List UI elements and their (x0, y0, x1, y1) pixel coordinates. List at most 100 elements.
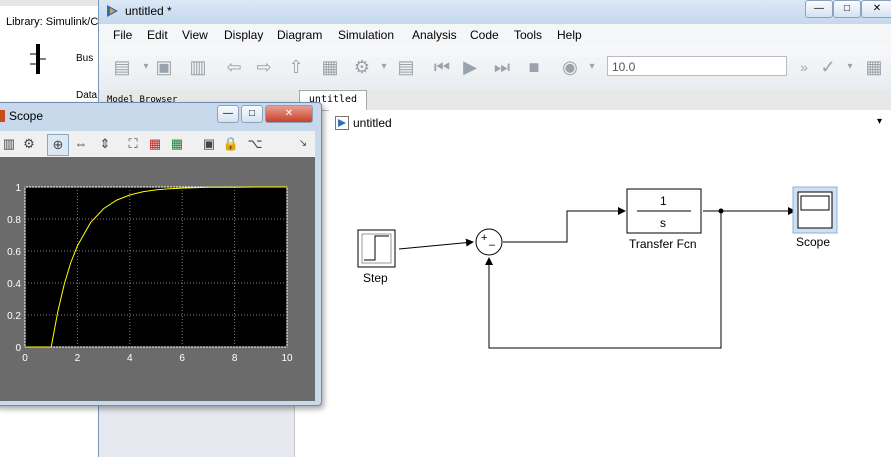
model-browser-label: Model Browser (107, 95, 178, 105)
floating-scope-icon[interactable]: ▣ (202, 136, 216, 151)
scope-block[interactable] (792, 186, 838, 234)
y-tick-label: 0 (15, 343, 21, 354)
library-toolbar (0, 0, 100, 6)
data-block-label: Data (76, 90, 98, 101)
zoom-y-icon[interactable]: ⇕ (99, 136, 111, 151)
model-canvas[interactable]: Step + – 1 s Transfer Fcn Scope (329, 136, 891, 457)
x-tick-label: 8 (232, 353, 238, 364)
save-icon[interactable]: ▣ (155, 57, 173, 77)
maximize-button[interactable]: □ (833, 0, 861, 18)
sum-plus-sign: + (481, 232, 488, 244)
menu-help[interactable]: Help (557, 28, 582, 42)
step-block[interactable] (357, 229, 396, 268)
address-dropdown-icon[interactable]: ▾ (877, 116, 883, 127)
step-label: Step (363, 271, 388, 285)
menu-view[interactable]: View (182, 28, 208, 42)
record-dropdown-icon[interactable]: ▾ (589, 61, 595, 72)
new-model-icon[interactable]: ▤ (113, 57, 131, 77)
scope-close-button[interactable]: ✕ (265, 105, 313, 123)
save-axes-icon[interactable]: ▦ (148, 136, 162, 151)
restore-axes-icon[interactable]: ▦ (170, 136, 184, 151)
branch-point (718, 208, 724, 214)
y-tick-label: 1 (15, 183, 21, 194)
scope-toolbar: ▥ ⚙ ⊕ ⇔ ⇕ ⛶ ▦ ▦ ▣ 🔒 ⌥ ↘ (0, 131, 315, 158)
x-tick-label: 6 (179, 353, 185, 364)
check-dropdown-icon[interactable]: ▾ (847, 61, 853, 72)
model-explorer-icon[interactable]: ▤ (397, 57, 415, 77)
menu-code[interactable]: Code (470, 28, 499, 42)
stop-time-input[interactable]: 10.0 (607, 56, 787, 76)
parameters-gear-icon[interactable]: ⚙ (23, 136, 35, 151)
tf-numerator: 1 (660, 194, 667, 208)
signal-feedback[interactable] (485, 211, 722, 349)
settings-dropdown-icon[interactable]: ▾ (381, 61, 387, 72)
menu-file[interactable]: File (113, 28, 133, 42)
scope-window-title: Scope (9, 109, 44, 123)
library-path-label: Library: Simulink/C (6, 16, 99, 28)
stop-icon[interactable]: ■ (528, 57, 540, 77)
close-button[interactable]: ✕ (861, 0, 891, 18)
y-tick-label: 0.4 (7, 279, 21, 290)
menu-edit[interactable]: Edit (147, 28, 168, 42)
signal-step-to-sum[interactable] (398, 238, 474, 250)
signal-sum-to-tf[interactable] (503, 207, 626, 243)
back-arrow-icon[interactable]: ⇦ (226, 57, 242, 77)
model-toolbar: ▤ ▾ ▣ ▥ ⇦ ⇨ ⇧ ▦ ⚙ ▾ ▤ ⏮ ▶ ⏭ ■ ◉ ▾ 10.0 »… (99, 46, 891, 91)
library-browser-icon[interactable]: ▦ (321, 57, 339, 77)
menu-display[interactable]: Display (224, 28, 264, 42)
minimize-button[interactable]: — (805, 0, 833, 18)
signal-selection-icon[interactable]: ⌥ (247, 136, 263, 151)
scope-block-label: Scope (796, 235, 831, 249)
autoscale-icon[interactable]: ⛶ (128, 136, 138, 151)
forward-arrow-icon[interactable]: ⇨ (256, 57, 272, 77)
time-offset-label: me offset: (0, 435, 43, 446)
sum-minus-sign: – (489, 239, 496, 251)
block-diagram (357, 186, 838, 349)
scope-window-icon (0, 110, 5, 122)
signal-series-line (25, 186, 287, 348)
step-forward-icon[interactable]: ⏭ (493, 57, 511, 77)
time-offset-value: 0 (45, 435, 52, 446)
model-title: untitled * (125, 4, 172, 18)
up-arrow-icon[interactable]: ⇧ (288, 57, 304, 77)
model-titlebar[interactable]: untitled * — □ ✕ (99, 0, 891, 24)
print-icon[interactable]: ▥ (189, 57, 207, 77)
simulink-icon (107, 5, 118, 17)
x-tick-label: 4 (127, 353, 133, 364)
model-icon (335, 116, 349, 130)
print-icon[interactable]: ▥ (2, 136, 16, 151)
menu-analysis[interactable]: Analysis (412, 28, 457, 42)
axes-background (24, 186, 288, 348)
lock-icon[interactable]: 🔒 (222, 136, 240, 151)
record-icon[interactable]: ◉ (562, 57, 578, 77)
address-path[interactable]: untitled (353, 116, 392, 130)
menubar: File Edit View Display Diagram Simulatio… (99, 24, 891, 47)
step-back-icon[interactable]: ⏮ (433, 57, 451, 77)
menu-diagram[interactable]: Diagram (277, 28, 323, 42)
zoom-icon[interactable]: ⊕ (47, 134, 69, 156)
x-tick-label: 2 (75, 353, 81, 364)
check-icon[interactable]: ✓ (820, 57, 836, 77)
bus-creator-icon[interactable] (30, 44, 46, 74)
run-icon[interactable]: ▶ (463, 57, 477, 77)
new-dropdown-icon[interactable]: ▾ (143, 61, 149, 72)
x-tick-label: 10 (281, 353, 293, 364)
more-icon[interactable]: » (800, 59, 808, 75)
menu-simulation[interactable]: Simulation (338, 28, 395, 42)
transfer-fcn-block[interactable] (626, 188, 702, 234)
gear-icon[interactable]: ⚙ (353, 57, 371, 77)
address-bar: untitled ▾ (329, 110, 891, 137)
scope-maximize-button[interactable]: □ (241, 105, 263, 123)
tf-denominator: s (660, 216, 666, 230)
scope-window[interactable]: Scope — □ ✕ ▥ ⚙ ⊕ ⇔ ⇕ ⛶ ▦ ▦ ▣ 🔒 ⌥ ↘ 0 2 4 6… (0, 102, 322, 446)
x-tick-label: 0 (22, 353, 28, 364)
menu-tools[interactable]: Tools (514, 28, 543, 42)
sum-block[interactable] (475, 228, 503, 256)
y-tick-label: 0.6 (7, 247, 21, 258)
y-tick-label: 0.2 (7, 311, 21, 322)
scope-minimize-button[interactable]: — (217, 105, 239, 123)
toolbar-overflow-icon[interactable]: ↘ (298, 138, 308, 149)
grid-icon[interactable]: ▦ (865, 57, 883, 77)
zoom-x-icon[interactable]: ⇔ (74, 136, 88, 151)
bus-block-label: Bus (76, 53, 94, 64)
